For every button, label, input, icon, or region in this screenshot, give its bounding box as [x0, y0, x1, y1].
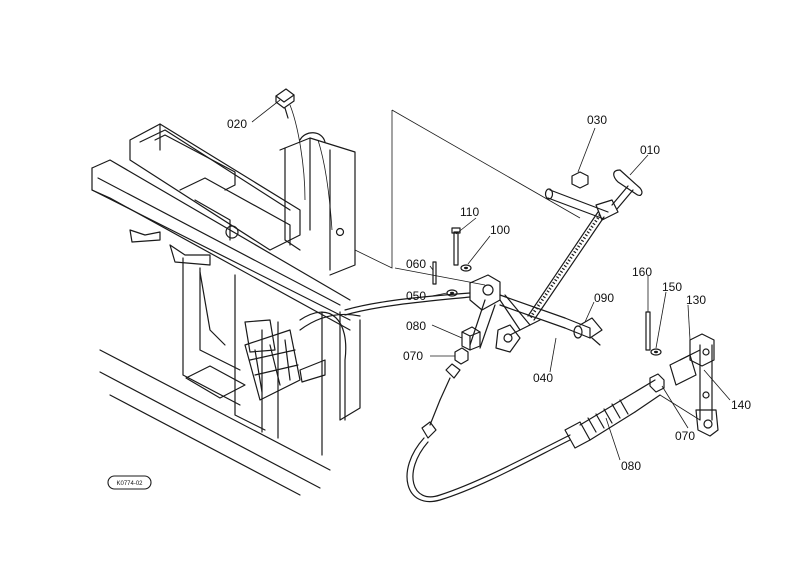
label-120: 110: [460, 205, 479, 219]
chassis-frame: [91, 104, 471, 496]
label-100: 090: [594, 291, 614, 305]
part-labels: 020 030 010 110 100 060 050 090 080 070 …: [227, 113, 751, 473]
label-080-left: 070: [403, 349, 423, 363]
reference-code-text: K0774-02: [116, 481, 143, 487]
label-130: 130: [686, 293, 706, 307]
label-050: 050: [406, 289, 426, 303]
label-160: 160: [632, 265, 652, 279]
label-040: 040: [533, 371, 553, 385]
reference-lines: [354, 109, 701, 421]
bolt-020: [275, 88, 295, 119]
linkage-block: [432, 227, 603, 365]
reference-code: K0774-02: [107, 475, 152, 490]
label-070: 080: [621, 459, 641, 473]
label-150: 150: [662, 280, 682, 294]
pedal-rod-assembly: [527, 169, 643, 321]
label-080-right: 070: [675, 429, 695, 443]
label-010: 010: [640, 143, 660, 157]
label-020: 020: [227, 117, 247, 131]
label-060: 060: [406, 257, 426, 271]
label-090: 080: [406, 319, 426, 333]
label-030: 030: [587, 113, 607, 127]
label-140: 140: [731, 398, 751, 412]
leader-lines: [251, 99, 731, 461]
label-110: 100: [490, 223, 510, 237]
bracket-130-140: [645, 311, 719, 437]
cable-070: [406, 363, 665, 503]
